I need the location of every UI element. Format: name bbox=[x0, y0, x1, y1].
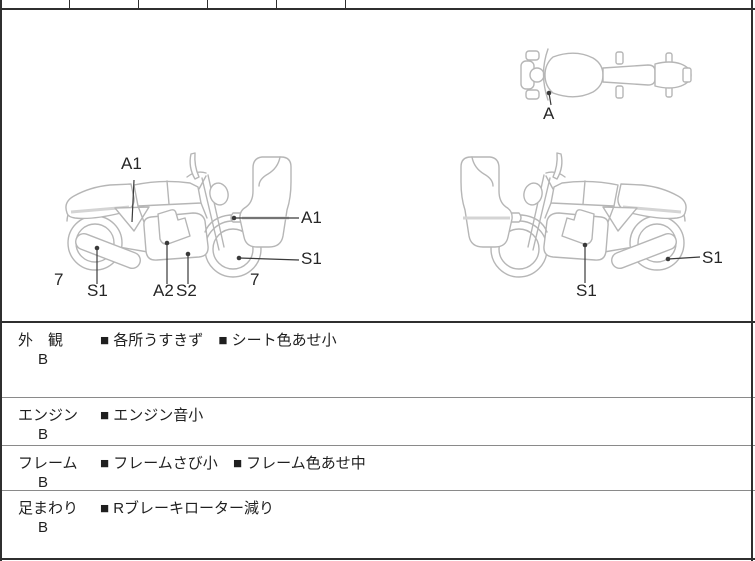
diagram-bottom-border bbox=[0, 321, 755, 323]
row-divider bbox=[0, 490, 755, 491]
annotation-leader-lines bbox=[94, 90, 701, 284]
table-row: 外 観 B ■ 各所うすきず ■ シート色あせ小 bbox=[0, 323, 755, 397]
motorcycle-diagram: A1 A1 S1 7 S1 A2 S2 7 A S1 S1 bbox=[0, 8, 755, 321]
motorcycle-line-art bbox=[64, 48, 701, 284]
comment-list: ■ フレームさび小 ■ フレーム色あせ中 bbox=[100, 452, 377, 473]
comment-list: ■ Rブレーキローター減り bbox=[100, 497, 296, 518]
sheet-right-border bbox=[751, 0, 753, 561]
comment-text: ■ フレーム色あせ中 bbox=[232, 455, 366, 472]
damage-label-s1-far-right: S1 bbox=[702, 248, 723, 267]
damage-label-s1-right: S1 bbox=[301, 249, 322, 268]
category-label: 外 観 bbox=[18, 332, 64, 349]
sheet-left-border bbox=[0, 0, 2, 561]
damage-label-7-right: 7 bbox=[250, 270, 260, 289]
damage-label-s1-bottom-right: S1 bbox=[576, 281, 597, 300]
grade-value: B bbox=[38, 351, 49, 368]
category-label: 足まわり bbox=[18, 500, 79, 517]
top-view-bike-drawing bbox=[520, 48, 692, 101]
comment-text: ■ 各所うすきず bbox=[100, 332, 204, 349]
marker-dot bbox=[665, 256, 671, 262]
marker-dot bbox=[185, 251, 191, 257]
right-bike-drawing bbox=[459, 151, 688, 279]
comment-text: ■ シート色あせ小 bbox=[218, 332, 337, 349]
top-row-cell-divider bbox=[69, 0, 70, 8]
marker-dot bbox=[94, 245, 100, 251]
grade-value: B bbox=[38, 519, 49, 536]
comment-text: ■ フレームさび小 bbox=[100, 455, 218, 472]
table-row: フレーム B ■ フレームさび小 ■ フレーム色あせ中 bbox=[0, 446, 755, 491]
row-divider bbox=[0, 397, 755, 398]
top-row-bottom-border bbox=[0, 8, 755, 10]
top-row-cell-divider bbox=[138, 0, 139, 8]
comment-list: ■ 各所うすきず ■ シート色あせ小 bbox=[100, 329, 348, 350]
category-label: フレーム bbox=[18, 455, 78, 472]
row-divider bbox=[0, 445, 755, 446]
damage-label-s1-bottom-left: S1 bbox=[87, 281, 108, 300]
damage-label-a1-top: A1 bbox=[121, 154, 142, 173]
category-label: エンジン bbox=[18, 407, 79, 424]
sheet-bottom-border bbox=[0, 558, 755, 560]
grade-value: B bbox=[38, 474, 49, 491]
marker-dot bbox=[546, 90, 552, 96]
top-row-cell-divider bbox=[276, 0, 277, 8]
comment-text: ■ エンジン音小 bbox=[100, 407, 204, 424]
damage-label-a-topview: A bbox=[543, 104, 555, 123]
top-row-cell-divider bbox=[345, 0, 346, 8]
damage-label-a1-right: A1 bbox=[301, 208, 322, 227]
damage-label-7-left: 7 bbox=[54, 270, 64, 289]
comment-text: ■ Rブレーキローター減り bbox=[100, 500, 275, 517]
marker-dot bbox=[582, 242, 588, 248]
damage-label-a2: A2 bbox=[153, 281, 174, 300]
table-row: 足まわり B ■ Rブレーキローター減り bbox=[0, 491, 755, 557]
marker-dot bbox=[231, 215, 237, 221]
marker-dot bbox=[164, 240, 170, 246]
marker-dot bbox=[236, 255, 242, 261]
damage-label-s2: S2 bbox=[176, 281, 197, 300]
grade-value: B bbox=[38, 426, 49, 443]
top-row-cell-divider bbox=[207, 0, 208, 8]
comment-list: ■ エンジン音小 bbox=[100, 404, 225, 425]
table-row: エンジン B ■ エンジン音小 bbox=[0, 398, 755, 445]
